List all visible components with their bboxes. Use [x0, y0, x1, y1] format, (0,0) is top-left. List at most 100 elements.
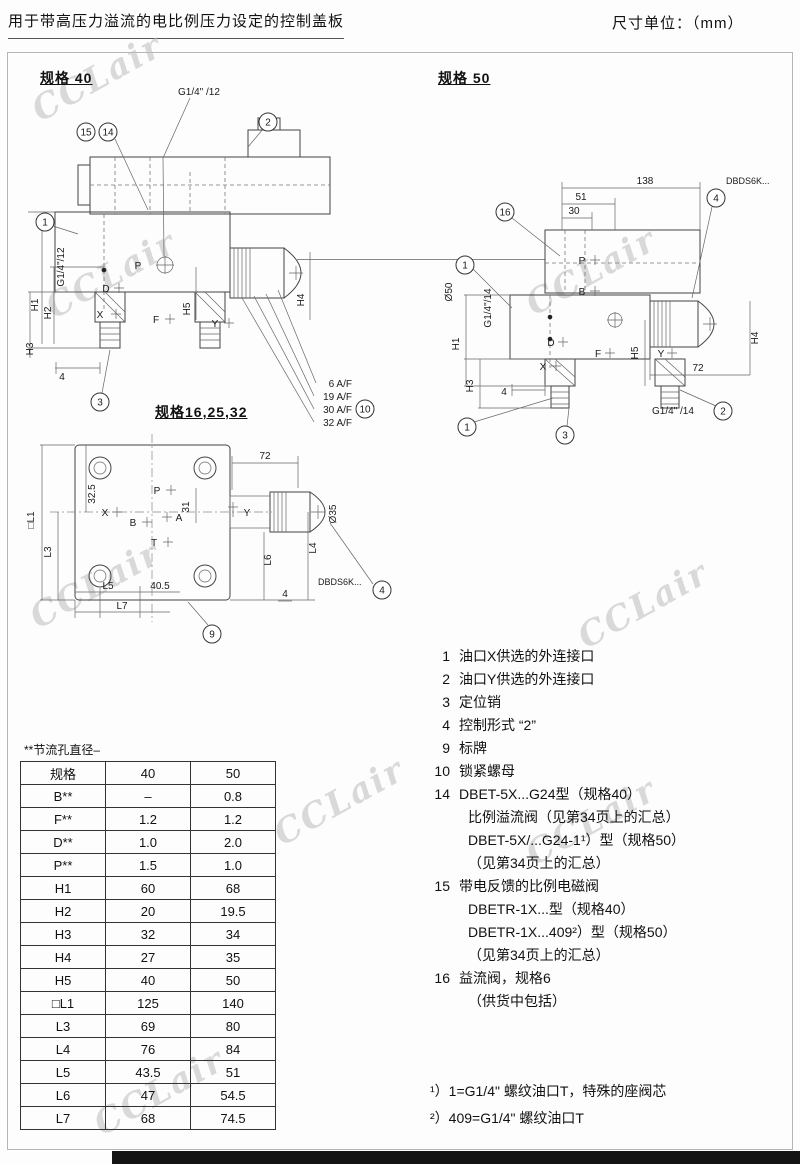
dim-label-72: 72	[692, 363, 704, 374]
table-cell: 54.5	[190, 1083, 276, 1107]
port-label-a: A	[176, 513, 183, 524]
table-cell: 20	[105, 899, 191, 923]
svg-text:14: 14	[102, 128, 114, 139]
legend-item-number: 16	[434, 970, 450, 986]
legend-item-text: DBET-5X...G24型（规格40）	[459, 786, 642, 802]
table-cell: 43.5	[105, 1060, 191, 1084]
unit-label: 尺寸单位：（mm）	[612, 15, 744, 32]
svg-text:2: 2	[720, 407, 726, 418]
port-label-b: B	[579, 287, 586, 298]
part-label-dbds6k: DBDS6K...	[318, 577, 362, 587]
port-label-p: P	[154, 486, 161, 497]
port-label-y: Y	[212, 319, 219, 330]
table-cell: 74.5	[190, 1106, 276, 1130]
table-cell: H3	[20, 922, 106, 946]
table-cell: –	[105, 784, 191, 808]
legend-item-text: DBETR-1X...型（规格40）	[468, 901, 635, 917]
page-border	[7, 52, 793, 1150]
table-cell: H2	[20, 899, 106, 923]
port-label-y: Y	[244, 508, 251, 519]
legend-item-text: 带电反馈的比例电磁阀	[459, 878, 599, 894]
dim-label-h3: H3	[25, 342, 36, 355]
legend-item-text: DBET-5X/...G24-1¹）型（规格50）	[468, 832, 686, 848]
spec50-dbds-valve-outline	[649, 300, 717, 348]
part-label-dbds6k: DBDS6K...	[726, 176, 770, 186]
dim-label-31: 31	[181, 501, 192, 513]
legend-item-text: 比例溢流阀（见第34页上的汇总）	[468, 809, 680, 825]
table-cell: L6	[20, 1083, 106, 1107]
page-title: 用于带高压力溢流的电比例压力设定的控制盖板	[8, 10, 345, 39]
dim-label-l3: L3	[43, 546, 54, 558]
table-header-cell: 规格	[20, 761, 106, 785]
balloon-1: 1	[455, 255, 475, 275]
table-cell: 80	[190, 1014, 276, 1038]
dim-label-h2: H2	[43, 306, 54, 319]
table-cell: 1.2	[190, 807, 276, 831]
af-label: 32 A/F	[323, 418, 352, 429]
dim-label-l1: □L1	[26, 511, 37, 529]
dim-label-g14-top: G1/4" /12	[178, 87, 220, 98]
port-label-x: X	[97, 310, 104, 321]
table-cell: L7	[20, 1106, 106, 1130]
drawing-spec40: G1/4" /12 G1/4"/12 H1 H2 H3 H5 H4 4 P D …	[25, 87, 375, 429]
balloon-1: 1	[35, 212, 55, 232]
table-row: B**–0.8	[20, 784, 276, 808]
footnotes: ¹）1=G1/4" 螺纹油口T，特殊的座阀芯 ²）409=G1/4" 螺纹油口T	[430, 1078, 666, 1132]
table-cell: H4	[20, 945, 106, 969]
legend-item-text: 锁紧螺母	[459, 763, 515, 779]
table-cell: 1.2	[105, 807, 191, 831]
table-cell: 51	[190, 1060, 276, 1084]
legend-item-text: 标牌	[459, 740, 487, 756]
table-cell: H1	[20, 876, 106, 900]
legend-item-text: DBETR-1X...409²）型（规格50）	[468, 924, 677, 940]
dim-label-4: 4	[59, 372, 65, 383]
spec16-dimension-lines	[40, 444, 374, 626]
dim-label-h1: H1	[451, 337, 462, 350]
table-cell: 40	[105, 968, 191, 992]
balloon-3: 3	[555, 425, 575, 445]
table-cell: 68	[190, 876, 276, 900]
svg-text:2: 2	[265, 118, 271, 129]
table-cell: 50	[190, 968, 276, 992]
balloon-14: 14	[98, 122, 118, 142]
legend-item-10: 10 锁紧螺母	[428, 760, 794, 783]
balloon-4: 4	[372, 580, 392, 600]
table-cell: 27	[105, 945, 191, 969]
legend-item-number: 15	[434, 878, 450, 894]
dim-label-l5: L5	[102, 581, 114, 592]
table-cell: 140	[190, 991, 276, 1015]
spec40-plate-outline	[54, 211, 234, 349]
balloon-4: 4	[706, 188, 726, 208]
dim-label-h4: H4	[750, 331, 761, 344]
dim-label-32-5: 32.5	[87, 484, 98, 504]
dim-label-h4: H4	[296, 293, 307, 306]
legend-item-text: （见第34页上的汇总）	[468, 947, 610, 963]
legend-item-number: 3	[442, 694, 450, 710]
port-label-p: P	[135, 261, 142, 272]
dim-label-l6: L6	[263, 554, 274, 566]
table-cell: 1.0	[105, 830, 191, 854]
svg-text:9: 9	[209, 630, 215, 641]
spec16-dbds-valve-outline	[229, 491, 326, 533]
port-label-d: D	[547, 338, 554, 349]
dim-label-h5: H5	[182, 302, 193, 315]
connector-line	[297, 259, 545, 260]
legend-item-15: 15 带电反馈的比例电磁阀 DBETR-1X...型（规格40） DBETR-1…	[428, 875, 794, 967]
table-cell: 60	[105, 876, 191, 900]
port-label-f: F	[153, 315, 159, 326]
port-label-p: P	[579, 256, 586, 267]
legend-item-4: 4 控制形式 “2”	[428, 714, 794, 737]
svg-text:1: 1	[464, 423, 470, 434]
dim-label-dia35: Ø35	[328, 504, 339, 523]
table-cell: 1.5	[105, 853, 191, 877]
balloon-2: 2	[258, 112, 278, 132]
legend-item-text: （供货中包括）	[468, 993, 566, 1009]
table-cell: D**	[20, 830, 106, 854]
af-label: 19 A/F	[323, 392, 352, 403]
footnote-2: ²）409=G1/4" 螺纹油口T	[430, 1110, 584, 1126]
legend-item-2: 2 油口Y供选的外连接口	[428, 668, 794, 691]
